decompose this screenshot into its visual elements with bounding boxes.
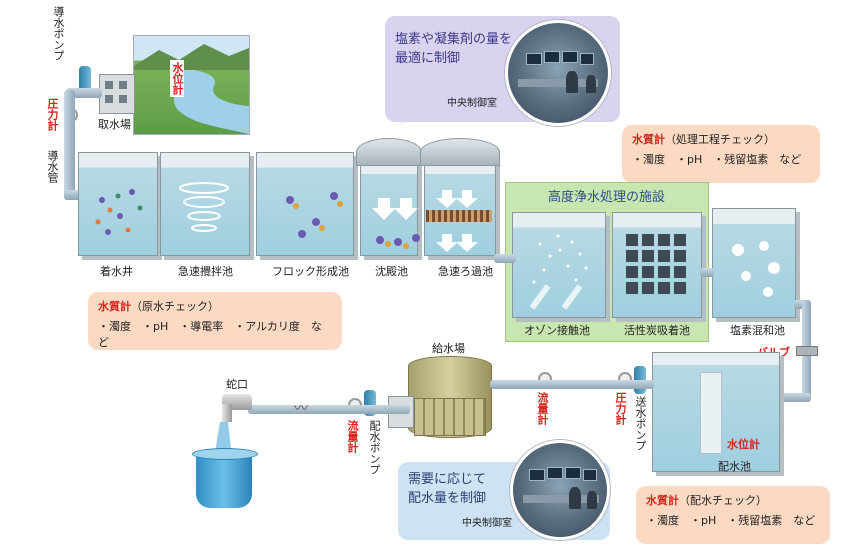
ozone-tank [512, 212, 606, 318]
valve-icon [796, 346, 818, 356]
intake-station-building [99, 74, 135, 114]
quality-raw-callout: 水質計（原水チェック） ・濁度 ・pH ・導電率 ・アルカリ度 など [88, 292, 342, 350]
faucet-spout [222, 404, 232, 422]
quality-raw-title: 水質計 [98, 300, 131, 313]
ozone-bubbles-icon [529, 234, 588, 310]
activated-carbon-tank [612, 212, 702, 318]
floc-particles [95, 189, 420, 249]
chlorine-mixing-tank [712, 208, 796, 318]
intake-pipe-bottom [64, 190, 84, 200]
activated-carbon-label: 活性炭吸着池 [624, 324, 690, 337]
bucket-icon [196, 452, 252, 508]
quality-process-title: 水質計 [632, 133, 665, 146]
control-bottom-room: 中央制御室 [462, 518, 512, 529]
quality-raw-sub: （原水チェック） [131, 300, 219, 313]
quality-process-callout: 水質計（処理工程チェック） ・濁度 ・pH ・残留塩素 など [622, 125, 820, 183]
filtration-arrows-icon [436, 190, 478, 252]
intake-pipe-vertical [64, 90, 75, 200]
advanced-treatment-title: 高度浄水処理の施設 [548, 190, 666, 205]
control-top-line1: 塩素や凝集剤の量を [395, 32, 513, 47]
distribution-pump-label: 配水ポンプ [368, 420, 381, 475]
intake-pipe-label: 導水管 [46, 150, 59, 183]
intake-pipe-horizontal [66, 88, 102, 98]
receiving-well-label: 着水井 [100, 265, 133, 278]
water-supply-station-base [414, 398, 486, 436]
quality-distribution-title: 水質計 [646, 494, 679, 507]
filter-media-layer [426, 210, 492, 222]
pipe-to-reservoir [778, 393, 811, 402]
pipe-filtration-to-ozone [494, 254, 516, 263]
bucket-rim [192, 448, 258, 460]
quality-distribution-callout: 水質計（配水チェック） ・濁度 ・pH ・残留塩素 など [636, 486, 830, 544]
filtration-dome [420, 138, 500, 166]
pressure-gauge-right-label: 圧力計 [614, 392, 627, 425]
river-landscape [133, 35, 250, 135]
pipe-carbon-to-chlorine [700, 268, 714, 277]
intake-station-label: 取水場 [98, 118, 131, 131]
water-level-meter-top-label: 水位計 [170, 60, 184, 97]
sedimentation-dome [356, 138, 422, 166]
flow-meter-mid-label: 流量計 [536, 392, 549, 425]
carbon-blocks-icon [626, 234, 686, 294]
floc-tank-label: フロック形成池 [272, 265, 349, 278]
control-bottom-line1: 需要に応じて [408, 472, 487, 487]
control-bottom-line2: 配水量を制御 [408, 491, 487, 506]
control-room-bottom-photo [510, 440, 610, 540]
pipe-reservoir-to-supply [490, 380, 654, 389]
quality-distribution-sub: （配水チェック） [679, 494, 767, 507]
rapid-filtration-label: 急速ろ過池 [438, 265, 493, 278]
settling-arrows-icon [372, 198, 418, 220]
receiving-well-tank [78, 152, 158, 256]
chlorine-dots-icon [732, 241, 780, 297]
control-room-top-photo [505, 20, 611, 126]
quality-raw-items: ・濁度 ・pH ・導電率 ・アルカリ度 など [98, 320, 322, 349]
control-top-tail [398, 106, 416, 124]
distribution-reservoir-label: 配水池 [718, 460, 751, 473]
pressure-gauge-left-label: 圧力計 [46, 98, 59, 131]
control-top-room: 中央制御室 [447, 98, 497, 109]
mixing-swirl-icon [179, 182, 229, 232]
intake-pump-label: 導水ポンプ [52, 6, 65, 61]
rapid-mixing-tank [160, 152, 250, 256]
quality-process-items: ・濁度 ・pH ・残留塩素 など [632, 153, 802, 166]
quality-process-sub: （処理工程チェック） [665, 133, 775, 146]
quality-distribution-items: ・濁度 ・pH ・残留塩素 など [646, 514, 816, 527]
pipe-supply-to-faucet [248, 405, 410, 414]
reservoir-inner-wall [700, 372, 722, 454]
pipe-break-icon: 〰 [294, 401, 308, 417]
flow-meter-left-label: 流量計 [346, 420, 359, 453]
chlorine-mixing-label: 塩素混和池 [730, 324, 785, 337]
rapid-mixing-label: 急速攪拌池 [178, 265, 233, 278]
water-supply-station-label: 給水場 [432, 342, 465, 355]
ozone-label: オゾン接触池 [524, 324, 590, 337]
intake-pump-icon [79, 66, 91, 94]
sedimentation-label: 沈殿池 [375, 265, 408, 278]
water-level-meter-reservoir-label: 水位計 [727, 438, 760, 451]
transmission-pump-label: 送水ポンプ [634, 396, 647, 451]
faucet-label: 蛇口 [226, 378, 248, 391]
control-top-line2: 最適に制御 [395, 51, 461, 66]
